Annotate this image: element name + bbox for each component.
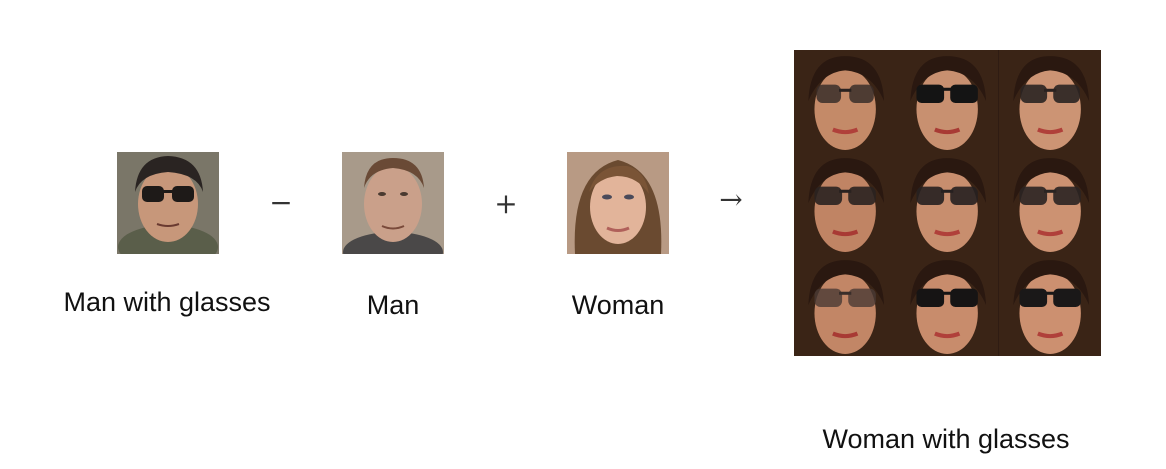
woman-label: Woman (571, 290, 665, 320)
result-cell (896, 152, 999, 254)
result-cell (896, 254, 999, 356)
woman-with-glasses-grid (794, 50, 1101, 356)
result-cell (794, 254, 897, 356)
result-cell (998, 254, 1101, 356)
man-image (342, 152, 444, 254)
man-with-glasses-label: Man with glasses (63, 287, 271, 317)
woman-with-glasses-label: Woman with glasses (822, 424, 1070, 454)
man-label: Man (366, 290, 420, 320)
result-cell (998, 152, 1101, 254)
result-cell (794, 152, 897, 254)
result-cell (896, 50, 999, 152)
result-cell (998, 50, 1101, 152)
woman-image (567, 152, 669, 254)
arrow-operator: → (719, 183, 743, 216)
result-cell (794, 50, 897, 152)
plus-operator: + (494, 187, 518, 220)
man-with-glasses-image (117, 152, 219, 254)
minus-operator: − (269, 186, 293, 219)
